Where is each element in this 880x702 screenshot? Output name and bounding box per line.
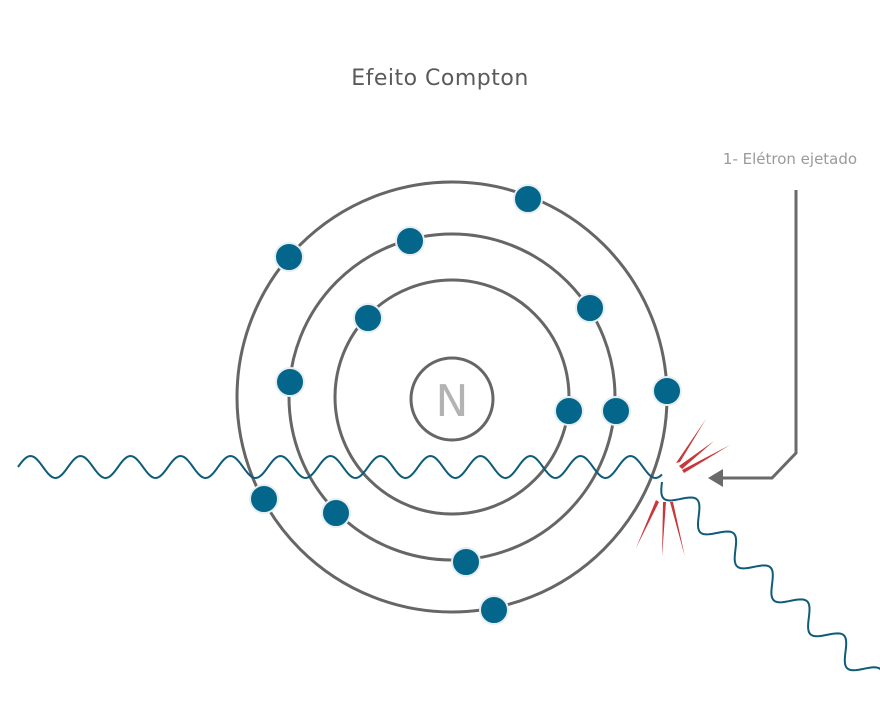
electron [321,498,351,528]
impact-spike [679,441,714,469]
impact-spike [670,502,685,557]
nucleus-label: N [436,376,469,427]
electron [513,184,543,214]
callout-arrow-line [722,190,798,480]
diagram-title: Efeito Compton [351,66,529,91]
electron [249,484,279,514]
nucleus-circle [409,356,495,442]
electron [554,396,584,426]
electron [479,595,509,625]
electron [451,547,481,577]
electron [275,367,305,397]
electron [395,226,425,256]
scattered-photon-wave [660,481,880,672]
electron [575,293,605,323]
ejected-electron-label: 1- Elétron ejetado [722,150,858,168]
electron [652,376,682,406]
impact-spike [662,502,666,557]
impact-spike [636,500,659,548]
impact-burst [636,419,730,557]
impact-spike [682,445,730,473]
electron [353,303,383,333]
callout-arrow [708,190,798,487]
electron [274,242,304,272]
electron [601,396,631,426]
nucleus: N [409,356,495,442]
incident-photon-wave [17,455,663,479]
callout-arrowhead [708,469,723,487]
electrons [249,184,682,625]
impact-spike [676,419,706,463]
